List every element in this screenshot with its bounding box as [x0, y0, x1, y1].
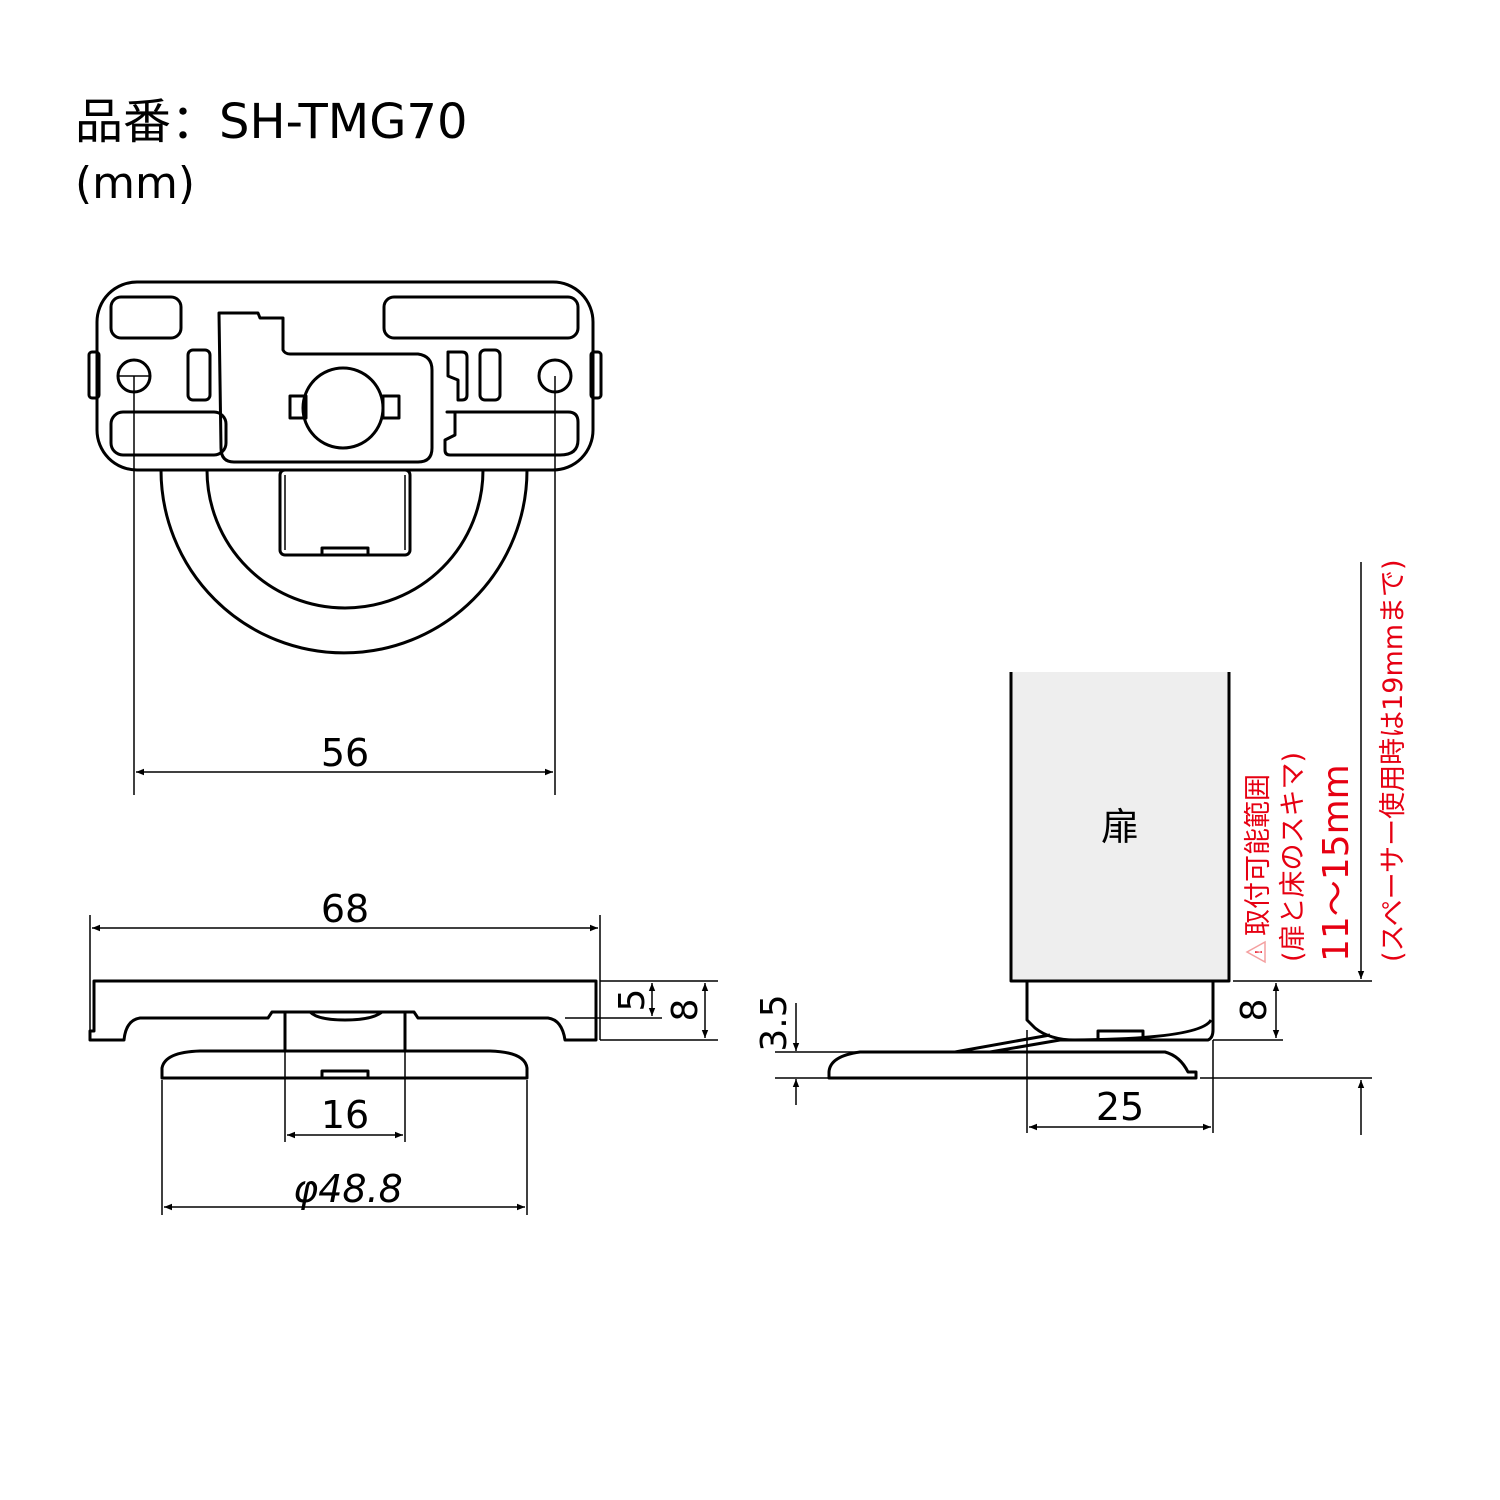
- warning-triangle-icon: [1245, 940, 1266, 964]
- spacer-note: (スペーサー使用時は19mmまで): [1378, 559, 1409, 962]
- range-title: 取付可能範囲: [1243, 774, 1274, 936]
- dim-25-label: 25: [1096, 1085, 1144, 1129]
- dim-56-label: 56: [321, 731, 369, 775]
- part-number-title: 品番：SH-TMG70: [75, 94, 468, 150]
- base-inner-arc: [205, 469, 485, 610]
- dim-16-label: 16: [321, 1093, 369, 1137]
- svg-text:!: !: [1253, 950, 1265, 954]
- dim-diameter-label: φ48.8: [293, 1167, 403, 1211]
- top-view: 56: [87, 280, 603, 795]
- range-value: 11〜15mm: [1316, 764, 1357, 962]
- door-label: 扉: [1101, 805, 1139, 849]
- base-side: [160, 1049, 529, 1080]
- mounting-plate: [95, 280, 595, 472]
- floor-base: [827, 1050, 1198, 1080]
- center-hole: [301, 366, 385, 450]
- range-subtitle: (扉と床のスキマ): [1278, 752, 1309, 962]
- base-outer-arc: [159, 469, 529, 655]
- unit-label: (mm): [75, 158, 195, 209]
- plate-side: [88, 979, 598, 1042]
- dim-3-5-label: 3.5: [754, 994, 795, 1051]
- door-panel: [1011, 672, 1229, 981]
- dim-5-label: 5: [612, 989, 653, 1012]
- dim-8-side-label: 8: [1234, 999, 1275, 1022]
- side-view: 扉 3.5 8 25 ! 取付可能範囲 (扉と床のスキマ) 11〜15mm (ス…: [754, 559, 1409, 1135]
- front-view: 68 5 8 16 φ48.8: [88, 887, 718, 1215]
- range-note-line1: ! 取付可能範囲: [1243, 774, 1274, 964]
- dim-68-label: 68: [321, 887, 369, 931]
- dim-8-label: 8: [665, 999, 706, 1022]
